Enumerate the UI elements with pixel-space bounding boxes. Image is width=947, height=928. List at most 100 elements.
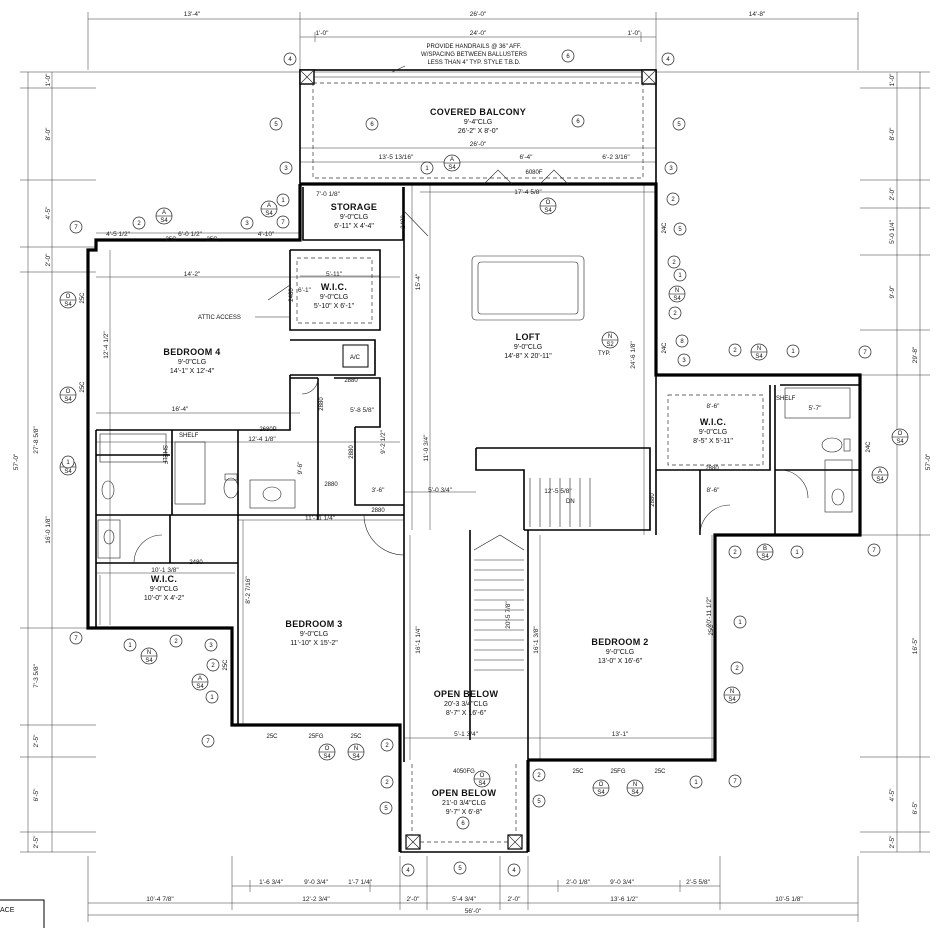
svg-text:O: O — [898, 431, 903, 437]
keynote-1-b2c: 1 — [790, 545, 804, 559]
keynote-4-br: 4 — [507, 863, 521, 877]
notes: PROVIDE HANDRAILS @ 36" AFF. W/SPACING B… — [161, 44, 796, 505]
dim-d31: 15'-4" — [415, 273, 422, 290]
svg-text:2: 2 — [673, 311, 677, 317]
svg-text:S4: S4 — [876, 477, 884, 483]
dim-top-d: 1'-0" — [316, 30, 330, 37]
svg-text:6: 6 — [461, 821, 465, 827]
door-tag-2480-a: 2480 — [401, 215, 407, 229]
section-marker-o-left: O S4 — [59, 291, 77, 309]
keynote-2-r1: 2 — [666, 192, 680, 206]
svg-text:N: N — [633, 782, 637, 788]
dim-d11: 6'-1" — [298, 287, 312, 294]
keynote-6-l: 6 — [365, 117, 379, 131]
keynote-5-ob-r: 5 — [532, 794, 546, 808]
svg-text:7: 7 — [206, 739, 210, 745]
room-size-wic-top: 5'-10" X 6'-1" — [314, 303, 355, 310]
room-name-wic-right: W.I.C. — [700, 417, 726, 427]
svg-text:B: B — [763, 546, 767, 552]
dim-left-6: 27'-8 5/8" — [33, 426, 40, 454]
legend-text: ACE — [0, 907, 15, 914]
svg-text:A: A — [162, 210, 166, 216]
keynote-7-se: 7 — [867, 543, 881, 557]
room-size-storage: 6'-11" X 4'-4" — [334, 223, 374, 230]
dim-d3: 6'-2 3/16" — [602, 154, 630, 161]
dim-top-f: 1'-0" — [628, 30, 642, 37]
svg-text:8: 8 — [680, 339, 684, 345]
svg-text:3: 3 — [245, 221, 249, 227]
dim-left-2: 8'-0" — [45, 127, 52, 141]
svg-text:S4: S4 — [755, 354, 763, 360]
keynote-3-r2: 3 — [677, 353, 691, 367]
svg-text:N: N — [730, 689, 734, 695]
svg-text:S4: S4 — [160, 218, 168, 224]
door-tag-4050fg: 4050FG — [453, 769, 475, 775]
section-markers: A S4 O S4 A S4 A S4 O S4 O S4 — [59, 154, 909, 797]
dim-d20: 8'-6" — [707, 487, 721, 494]
dim-d10: 5'-11" — [326, 271, 343, 278]
svg-text:2: 2 — [211, 663, 215, 669]
window-tag-8: 25C — [654, 769, 666, 775]
dim-d23: 13'-1" — [612, 731, 629, 738]
keynote-2-nw: 2 — [132, 216, 146, 230]
dim-bottom-6: 2'-5 5/8" — [686, 879, 710, 886]
room-clg-wic-left: 9'-0"CLG — [150, 586, 178, 593]
dim-bottom-3: 1'-7 1/4" — [348, 879, 372, 886]
keynote-7-b2: 7 — [728, 774, 742, 788]
svg-text:2: 2 — [735, 666, 739, 672]
dim-d30: 11'-0 3/4" — [423, 434, 430, 462]
section-marker-o-left-2: O S4 — [59, 386, 77, 404]
door-tag-2880-g: 2880 — [650, 493, 656, 507]
svg-text:N: N — [675, 288, 679, 294]
svg-text:3: 3 — [209, 643, 213, 649]
room-size-wic-right: 8'-5" X 5'-11" — [693, 438, 733, 445]
dim-left-3: 4'-5" — [45, 206, 52, 220]
room-name-bedroom-4: BEDROOM 4 — [163, 347, 220, 357]
svg-text:7: 7 — [863, 350, 867, 356]
keynote-1-st: 1 — [276, 193, 290, 207]
svg-text:S4: S4 — [896, 439, 904, 445]
window-tag-15: 25C — [709, 624, 715, 636]
dim-right-8: 16'-5" — [912, 637, 919, 654]
dim-left-8: 7'-3 5/8" — [33, 663, 40, 687]
dim-d17: 12'-5 5/8" — [544, 488, 572, 495]
svg-text:7: 7 — [733, 779, 737, 785]
keynote-3-sw: 3 — [204, 638, 218, 652]
window-tag-10: 24C — [662, 342, 668, 354]
dim-d8: 4'-10" — [258, 231, 275, 238]
svg-text:3: 3 — [682, 358, 686, 364]
svg-text:5: 5 — [274, 122, 278, 128]
keynote-1-wic: 1 — [786, 344, 800, 358]
dim-right-7: 57'-0" — [925, 453, 932, 470]
dim-d18: 11'-11 1/4" — [305, 515, 336, 522]
keynote-7-sw: 7 — [69, 631, 83, 645]
svg-text:S4: S4 — [145, 658, 153, 664]
room-clg-covered-balcony: 9'-4"CLG — [464, 119, 492, 126]
room-size-bedroom-4: 14'-1" X 12'-4" — [170, 368, 215, 375]
keynote-1-sw: 1 — [123, 638, 137, 652]
keynote-5-r2: 5 — [673, 222, 687, 236]
svg-text:1: 1 — [795, 550, 799, 556]
keynote-4-tr: 4 — [661, 52, 675, 66]
dim-top-c: 14'-8" — [749, 11, 766, 18]
section-marker-a-top: A S4 — [443, 154, 461, 172]
svg-text:S2: S2 — [606, 342, 614, 348]
section-marker-o-bath: O S4 — [891, 428, 909, 446]
note-shelf-3: SHELF — [161, 445, 167, 465]
svg-text:S4: S4 — [597, 790, 605, 796]
section-marker-b: B S4 — [756, 543, 774, 561]
door-tag-6080f: 6080F — [525, 170, 542, 176]
keynote-2-ob: 2 — [380, 775, 394, 789]
room-name-wic-left: W.I.C. — [151, 574, 177, 584]
svg-text:4: 4 — [406, 868, 410, 874]
room-name-storage: STORAGE — [331, 202, 377, 212]
room-name-open-below-1: OPEN BELOW — [434, 689, 499, 699]
note-ac: A/C — [350, 355, 361, 361]
room-clg-bedroom-3: 9'-0"CLG — [300, 631, 328, 638]
dim-bottom-10: 5'-4 3/4" — [452, 896, 476, 903]
keynote-2-b2: 2 — [730, 661, 744, 675]
note-attic-access: ATTIC ACCESS — [198, 315, 241, 321]
dim-d1: 13'-5 13/16" — [379, 154, 414, 161]
keynote-2-r3: 2 — [668, 306, 682, 320]
keynote-2-wic: 2 — [728, 343, 742, 357]
